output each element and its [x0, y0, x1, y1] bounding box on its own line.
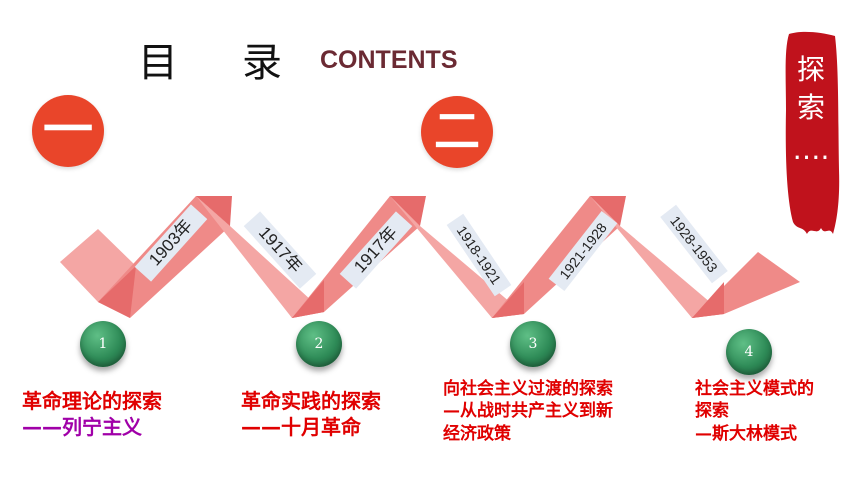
ribbon-folds	[98, 196, 724, 318]
ribbon-fold-top-1	[196, 196, 232, 226]
banner-char-1: 探	[796, 53, 825, 86]
page-subtitle: CONTENTS	[320, 46, 458, 74]
topic-4-line-2: 探索	[695, 401, 729, 422]
step-dot-1: 1	[80, 321, 126, 367]
page-title: 目录	[138, 40, 346, 86]
section-number-two: 二	[421, 96, 493, 168]
step-dot-4: 4	[726, 329, 772, 375]
topic-3: 向社会主义过渡的探索 —从战时共产主义到新 经济政策	[443, 378, 613, 445]
ribbon-seg-6	[590, 196, 724, 318]
topic-2: 革命实践的探索 ——十月革命	[241, 388, 381, 441]
topic-4-line-3: —斯大林模式	[695, 423, 797, 444]
topic-3-line-1: 向社会主义过渡的探索	[443, 379, 613, 399]
ink-brush-banner-icon	[785, 31, 840, 235]
section-number-label: 一	[43, 101, 93, 159]
banner-char-2: 索	[796, 91, 825, 124]
topic-1: 革命理论的探索 ——列宁主义	[22, 388, 162, 441]
side-banner: 探 索 ….	[781, 30, 841, 235]
ribbon-fold-top-2	[390, 196, 426, 226]
ribbon-seg-2	[196, 196, 324, 318]
ribbon-fold-bottom-4	[692, 282, 724, 318]
topic-3-line-3: 经济政策	[443, 423, 511, 444]
banner-char-3: ….	[792, 133, 830, 166]
step-dot-2: 2	[296, 321, 342, 367]
topic-3-line-2: —从战时共产主义到新	[443, 401, 613, 422]
topic-2-line-2: ——十月革命	[241, 415, 361, 440]
section-number-label: 二	[434, 104, 480, 158]
topic-4-line-1: 社会主义模式的	[695, 379, 814, 399]
topic-2-line-1: 革命实践的探索	[241, 389, 381, 413]
ribbon-fold-bottom-2	[292, 280, 324, 318]
step-dot-3: 3	[510, 321, 556, 367]
topic-4: 社会主义模式的 探索 —斯大林模式	[695, 378, 814, 445]
ribbon-fold-bottom-3	[492, 282, 524, 318]
banner-shape	[785, 31, 840, 235]
section-number-one: 一	[32, 95, 104, 167]
ribbon-fold-top-3	[590, 196, 626, 226]
topic-1-line-1: 革命理论的探索	[22, 389, 162, 413]
topic-1-line-2: ——列宁主义	[22, 415, 142, 440]
ribbon-fold-bottom-1	[98, 266, 136, 318]
